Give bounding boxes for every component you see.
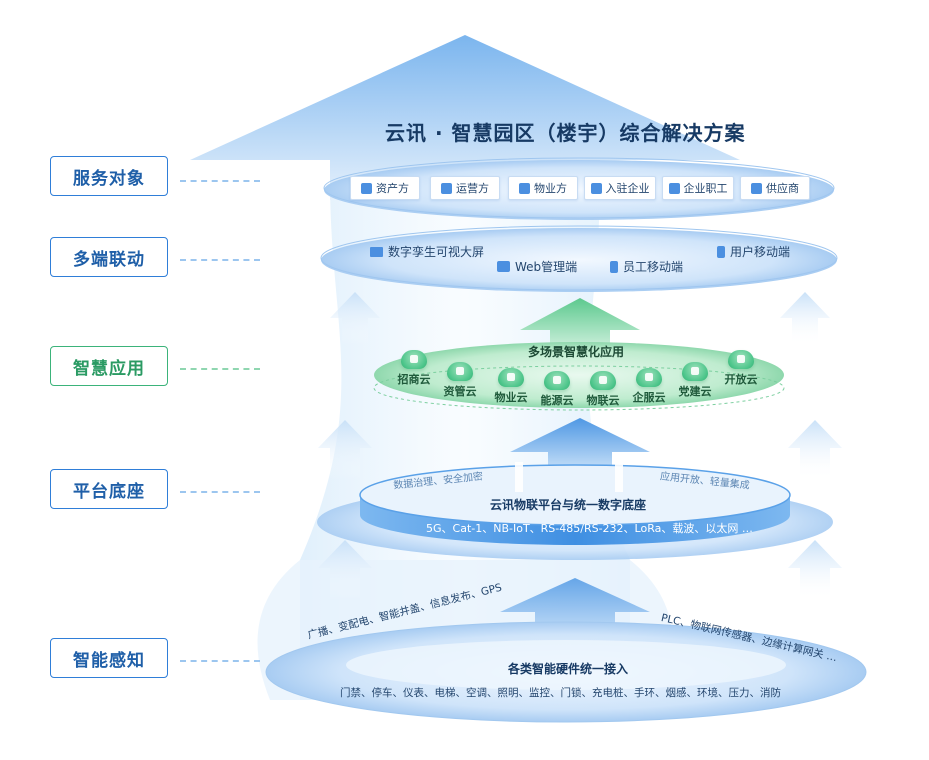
side-label-smart-apps: 智慧应用 <box>50 346 168 386</box>
building-icon <box>590 182 602 194</box>
cloud-icon <box>401 350 427 369</box>
chip-label: 企业职工 <box>683 182 728 195</box>
cloud-icon <box>590 371 616 390</box>
terminal-item: 员工移动端 <box>610 258 683 275</box>
app-label: 物联云 <box>586 394 620 407</box>
platform-title: 云讯物联平台与统一数字底座 <box>490 498 647 512</box>
service-chip: 物业方 <box>508 176 578 200</box>
app-cloud: 能源云 <box>527 371 587 408</box>
terminal-item: 用户移动端 <box>717 243 790 260</box>
connector-dash <box>180 491 260 493</box>
app-label: 企服云 <box>632 391 666 404</box>
chip-label: 物业方 <box>534 182 567 195</box>
side-label-smart-sensing: 智能感知 <box>50 638 168 678</box>
chip-label: 供应商 <box>766 182 799 195</box>
monitor-icon <box>370 246 383 257</box>
app-label: 资管云 <box>443 385 477 398</box>
connector-dash <box>180 259 260 261</box>
house-icon <box>519 182 530 194</box>
app-cloud: 资管云 <box>430 362 490 399</box>
service-chip: 资产方 <box>350 176 420 200</box>
app-label: 能源云 <box>540 394 574 407</box>
app-label: 党建云 <box>678 385 712 398</box>
connector-dash <box>180 180 260 182</box>
terminal-label: 员工移动端 <box>623 260 684 274</box>
service-chip: 企业职工 <box>662 176 734 200</box>
app-cloud: 招商云 <box>384 350 444 387</box>
app-cloud: 开放云 <box>711 350 771 387</box>
cloud-icon <box>728 350 754 369</box>
cloud-icon <box>447 362 473 381</box>
app-label: 物业云 <box>494 391 528 404</box>
people-icon <box>361 182 372 194</box>
terminal-item: Web管理端 <box>497 258 577 275</box>
cloud-icon <box>636 368 662 387</box>
connector-dash <box>180 368 260 370</box>
platform-protocols: 5G、Cat-1、NB-IoT、RS-485/RS-232、LoRa、载波、以太… <box>426 522 753 535</box>
app-cloud: 党建云 <box>665 362 725 399</box>
app-cloud: 企服云 <box>619 368 679 405</box>
terminal-label: 用户移动端 <box>730 245 791 259</box>
service-chip: 入驻企业 <box>584 176 656 200</box>
cloud-icon <box>682 362 708 381</box>
side-label-platform: 平台底座 <box>50 469 168 509</box>
terminal-item: 数字孪生可视大屏 <box>370 243 484 260</box>
app-label: 招商云 <box>397 373 431 386</box>
side-label-multi-terminal: 多端联动 <box>50 237 168 277</box>
page-title: 云讯 · 智慧园区（楼宇）综合解决方案 <box>385 121 746 145</box>
terminal-label: 数字孪生可视大屏 <box>388 245 485 259</box>
sensing-bottom: 门禁、停车、仪表、电梯、空调、照明、监控、门锁、充电桩、手环、烟感、环境、压力、… <box>340 687 781 699</box>
sensing-title: 各类智能硬件统一接入 <box>508 662 629 676</box>
side-arrow-left-upper <box>330 292 380 345</box>
terminal-label: Web管理端 <box>515 260 578 274</box>
cloud-icon <box>498 368 524 387</box>
id-card-icon <box>668 182 680 194</box>
person-icon <box>751 182 762 194</box>
app-cloud: 物联云 <box>573 371 633 408</box>
connector-dash <box>180 660 260 662</box>
phone-icon <box>717 245 725 258</box>
app-cloud: 物业云 <box>481 368 541 405</box>
chip-label: 资产方 <box>376 182 409 195</box>
chip-label: 入驻企业 <box>605 182 650 195</box>
service-chip: 供应商 <box>740 176 810 200</box>
apps-title: 多场景智慧化应用 <box>528 345 625 359</box>
cloud-icon <box>544 371 570 390</box>
phone-icon <box>610 260 618 273</box>
service-chip: 运营方 <box>430 176 500 200</box>
side-label-service-objects: 服务对象 <box>50 156 168 196</box>
browser-icon <box>497 261 510 272</box>
app-label: 开放云 <box>724 373 758 386</box>
document-icon <box>441 182 452 194</box>
chip-label: 运营方 <box>456 182 489 195</box>
